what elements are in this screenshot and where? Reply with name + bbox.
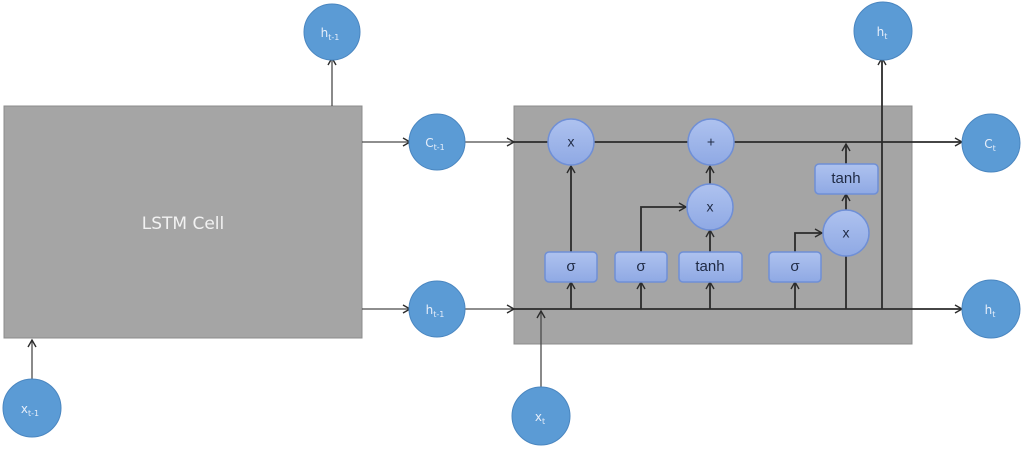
- svg-text:Ct-1: Ct-1: [425, 136, 445, 152]
- input-multiply-label: x: [707, 199, 714, 215]
- output-multiply-label: x: [843, 225, 850, 241]
- node-c-t-base: C: [984, 137, 992, 151]
- cell-add-label: +: [707, 134, 715, 150]
- svg-text:xt: xt: [535, 410, 545, 426]
- node-h-t-top-sub: t: [884, 32, 887, 41]
- cell-tanh-label: tanh: [831, 170, 860, 187]
- node-h-prev-mid-sub: t-1: [433, 310, 444, 319]
- svg-text:xt-1: xt-1: [21, 402, 39, 418]
- forget-gate: σ: [544, 251, 598, 283]
- node-h-t-right-sub: t: [992, 310, 995, 319]
- lstm-cell-label: LSTM Cell: [142, 214, 225, 234]
- lstm-cell-block: LSTM Cell: [3, 105, 363, 339]
- node-c-prev-sub: t-1: [434, 143, 445, 152]
- node-x-prev: xt-1: [2, 378, 62, 438]
- cell-tanh-gate: tanh: [814, 163, 879, 195]
- svg-text:ht: ht: [877, 25, 888, 41]
- wire-output-gate-out: [794, 228, 824, 252]
- node-h-prev-top-base: h: [321, 26, 329, 40]
- output-gate-label: σ: [790, 258, 800, 275]
- node-h-prev-top-sub: t-1: [328, 33, 339, 42]
- input-multiply-op: x: [686, 183, 734, 231]
- node-h-prev-top: ht-1: [303, 3, 361, 61]
- forget-gate-label: σ: [566, 258, 576, 275]
- candidate-gate-label: tanh: [695, 258, 724, 275]
- svg-text:ht-1: ht-1: [321, 26, 340, 42]
- node-h-t-top: ht: [853, 1, 913, 61]
- node-x-t: xt: [511, 386, 571, 446]
- node-h-prev-mid-base: h: [426, 303, 434, 317]
- node-x-t-base: x: [535, 410, 542, 424]
- forget-multiply-label: x: [568, 134, 575, 150]
- output-gate: σ: [768, 251, 822, 283]
- node-c-prev-base: C: [425, 136, 433, 150]
- svg-text:ht: ht: [985, 303, 996, 319]
- node-h-t-top-base: h: [877, 25, 885, 39]
- node-h-prev-mid: ht-1: [408, 280, 466, 338]
- node-x-prev-base: x: [21, 402, 28, 416]
- svg-text:ht-1: ht-1: [426, 303, 445, 319]
- node-h-t-right: ht: [961, 279, 1021, 339]
- forget-multiply-op: x: [547, 118, 595, 166]
- wire-input-out: [640, 202, 688, 252]
- node-h-t-right-base: h: [985, 303, 993, 317]
- input-gate-label: σ: [636, 258, 646, 275]
- svg-text:Ct: Ct: [984, 137, 996, 153]
- node-x-prev-sub: t-1: [28, 409, 39, 418]
- output-multiply-op: x: [822, 209, 870, 257]
- node-c-t-sub: t: [993, 144, 996, 153]
- cell-add-op: +: [687, 118, 735, 166]
- node-c-prev: Ct-1: [408, 113, 466, 171]
- node-c-t: Ct: [961, 113, 1021, 173]
- node-x-t-sub: t: [542, 417, 545, 426]
- candidate-gate: tanh: [678, 251, 743, 283]
- input-gate: σ: [614, 251, 668, 283]
